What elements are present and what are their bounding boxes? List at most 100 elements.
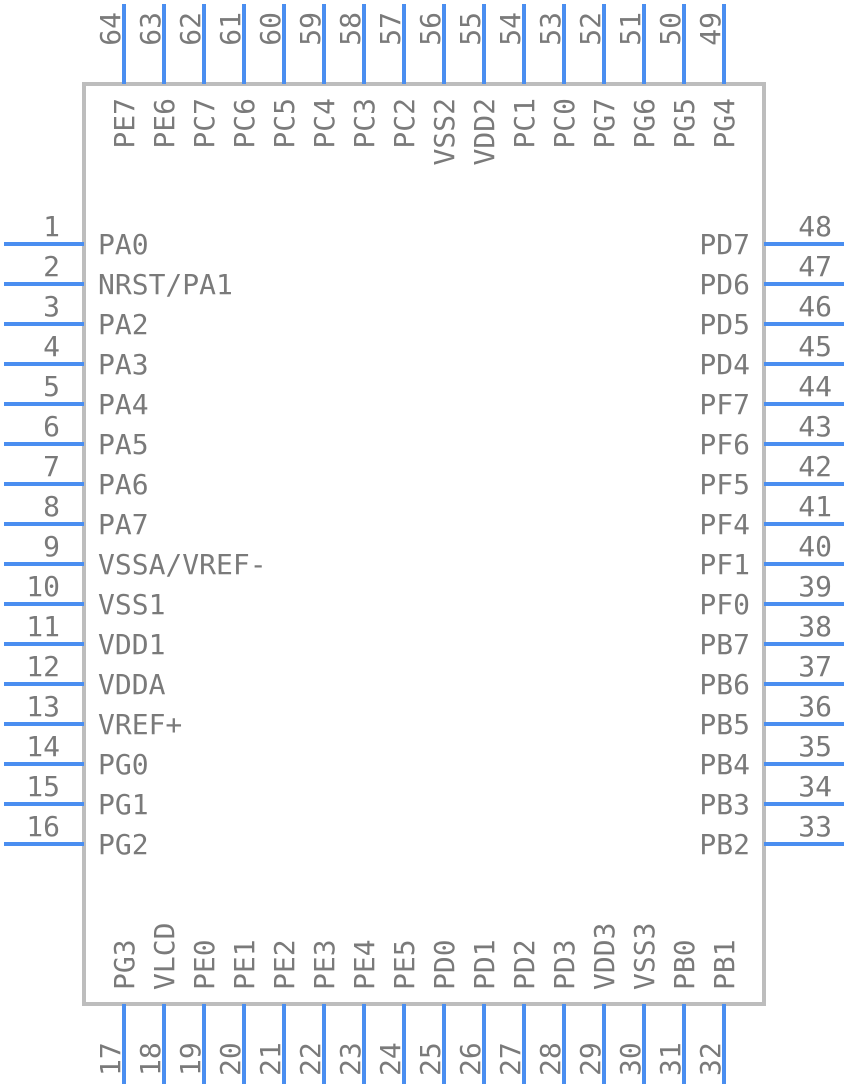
pin-number: 22 <box>294 1042 327 1076</box>
pin-number: 52 <box>574 12 607 46</box>
pin-name: PA5 <box>98 428 149 461</box>
pin-number: 21 <box>254 1042 287 1076</box>
pin-name: PC2 <box>388 98 421 149</box>
pin-number: 11 <box>26 610 60 643</box>
pin-name: PF0 <box>699 588 750 621</box>
pin-number: 54 <box>494 12 527 46</box>
pin-number: 17 <box>94 1042 127 1076</box>
pin-name: PF5 <box>699 468 750 501</box>
pin-number: 7 <box>43 450 60 483</box>
pin-name: PA0 <box>98 228 149 261</box>
pin-name: PB1 <box>708 939 741 990</box>
pin-name: PB2 <box>699 828 750 861</box>
pin-name: PB7 <box>699 628 750 661</box>
pin-number: 51 <box>614 12 647 46</box>
pin-name: PE2 <box>268 939 301 990</box>
pin-number: 55 <box>454 12 487 46</box>
pin-group: 1PA02NRST/PA13PA24PA35PA46PA57PA68PA79VS… <box>4 4 844 1084</box>
pin-name: PC0 <box>548 98 581 149</box>
pin-name: PE7 <box>108 98 141 149</box>
pin-name: PB0 <box>668 939 701 990</box>
pin-number: 36 <box>798 690 832 723</box>
pin-name: PE5 <box>388 939 421 990</box>
pin-name: PD0 <box>428 939 461 990</box>
pin-number: 42 <box>798 450 832 483</box>
pin-number: 44 <box>798 370 832 403</box>
pin-number: 58 <box>334 12 367 46</box>
pin-name: NRST/PA1 <box>98 268 233 301</box>
pin-number: 39 <box>798 570 832 603</box>
pin-name: PD3 <box>548 939 581 990</box>
pin-name: VDD3 <box>588 923 621 990</box>
pin-number: 56 <box>414 12 447 46</box>
pin-name: PE6 <box>148 98 181 149</box>
pin-name: PB6 <box>699 668 750 701</box>
pin-number: 47 <box>798 250 832 283</box>
pin-number: 32 <box>694 1042 727 1076</box>
pin-name: PB5 <box>699 708 750 741</box>
pin-name: PA3 <box>98 348 149 381</box>
pin-name: PC4 <box>308 98 341 149</box>
pin-number: 64 <box>94 12 127 46</box>
pin-number: 50 <box>654 12 687 46</box>
pin-name: PD2 <box>508 939 541 990</box>
pin-name: VSS1 <box>98 588 165 621</box>
pin-number: 4 <box>43 330 60 363</box>
pin-name: VDD2 <box>468 98 501 165</box>
pin-number: 23 <box>334 1042 367 1076</box>
pin-name: PF7 <box>699 388 750 421</box>
pin-name: PA4 <box>98 388 149 421</box>
pin-number: 48 <box>798 210 832 243</box>
pin-name: PG3 <box>108 939 141 990</box>
pin-name: PD1 <box>468 939 501 990</box>
pin-name: PD7 <box>699 228 750 261</box>
pin-name: PE1 <box>228 939 261 990</box>
pin-number: 24 <box>374 1042 407 1076</box>
pin-number: 10 <box>26 570 60 603</box>
pin-number: 9 <box>43 530 60 563</box>
pin-number: 53 <box>534 12 567 46</box>
pin-number: 6 <box>43 410 60 443</box>
pin-number: 13 <box>26 690 60 723</box>
pin-number: 27 <box>494 1042 527 1076</box>
pin-number: 29 <box>574 1042 607 1076</box>
pin-number: 35 <box>798 730 832 763</box>
pin-number: 63 <box>134 12 167 46</box>
pin-name: PG2 <box>98 828 149 861</box>
pin-number: 46 <box>798 290 832 323</box>
pin-number: 62 <box>174 12 207 46</box>
pin-name: PE4 <box>348 939 381 990</box>
pin-number: 26 <box>454 1042 487 1076</box>
pin-name: PF1 <box>699 548 750 581</box>
pin-number: 19 <box>174 1042 207 1076</box>
pin-number: 8 <box>43 490 60 523</box>
pin-number: 28 <box>534 1042 567 1076</box>
pin-number: 38 <box>798 610 832 643</box>
ic-package-body <box>82 82 766 1006</box>
pin-number: 2 <box>43 250 60 283</box>
pin-name: VDD1 <box>98 628 165 661</box>
pin-name: VDDA <box>98 668 166 701</box>
pin-number: 45 <box>798 330 832 363</box>
pin-number: 1 <box>43 210 60 243</box>
pin-number: 34 <box>798 770 832 803</box>
pin-number: 60 <box>254 12 287 46</box>
pin-name: PC6 <box>228 98 261 149</box>
pin-name: PB3 <box>699 788 750 821</box>
pin-number: 41 <box>798 490 832 523</box>
pin-number: 5 <box>43 370 60 403</box>
pin-number: 61 <box>214 12 247 46</box>
pin-number: 57 <box>374 12 407 46</box>
pin-name: PG4 <box>708 98 741 149</box>
pin-name: PD4 <box>699 348 750 381</box>
pin-name: PE0 <box>188 939 221 990</box>
pin-name: PC7 <box>188 98 221 149</box>
pin-number: 25 <box>414 1042 447 1076</box>
pin-name: VREF+ <box>98 708 182 741</box>
pin-name: PF4 <box>699 508 750 541</box>
pin-number: 31 <box>654 1042 687 1076</box>
pin-name: PA6 <box>98 468 149 501</box>
pin-number: 37 <box>798 650 832 683</box>
pin-name: VSS2 <box>428 98 461 165</box>
